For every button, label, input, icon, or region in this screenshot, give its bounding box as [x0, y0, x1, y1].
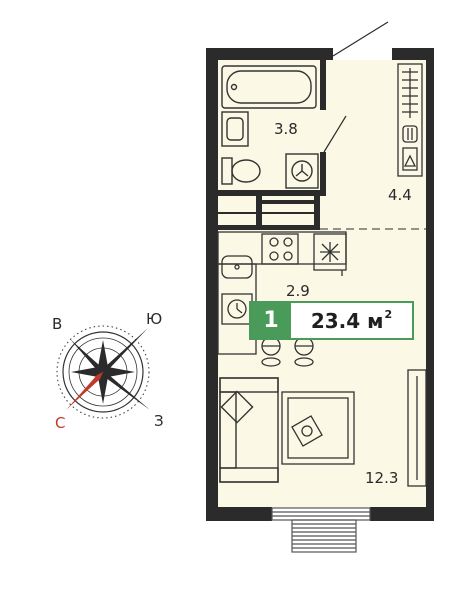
bathroom-walls	[218, 60, 326, 196]
washing-machine	[285, 153, 319, 189]
compass-label-n: В	[52, 315, 63, 333]
rooms-count: 1	[251, 303, 291, 338]
compass-label-w: С	[55, 414, 66, 432]
entry-door	[332, 21, 389, 57]
tv-unit	[407, 369, 427, 487]
sink	[221, 255, 253, 279]
compass-label-e: Ю	[146, 310, 163, 328]
area-unit-superscript: 2	[384, 308, 393, 321]
room-area-bathroom: 3.8	[274, 120, 298, 138]
bathroom-door	[323, 115, 347, 153]
room-area-kitchen: 2.9	[286, 282, 310, 300]
rug	[281, 391, 355, 465]
apartment-floor	[218, 60, 426, 508]
outer-walls	[206, 48, 434, 521]
compass-label-s: З	[154, 412, 164, 430]
balcony-steps	[271, 507, 371, 553]
compass-rose	[56, 325, 150, 419]
partition-wall	[218, 192, 426, 230]
toilet	[221, 157, 261, 185]
washbasin	[221, 111, 249, 147]
room-area-hall: 4.4	[388, 186, 412, 204]
room-area-living: 12.3	[365, 469, 399, 487]
total-area-value: 23.4 м	[310, 308, 384, 333]
sofa	[219, 377, 279, 483]
fridge	[313, 233, 347, 271]
bathtub	[221, 65, 317, 109]
cooktop	[261, 233, 299, 265]
wardrobe	[397, 63, 423, 177]
